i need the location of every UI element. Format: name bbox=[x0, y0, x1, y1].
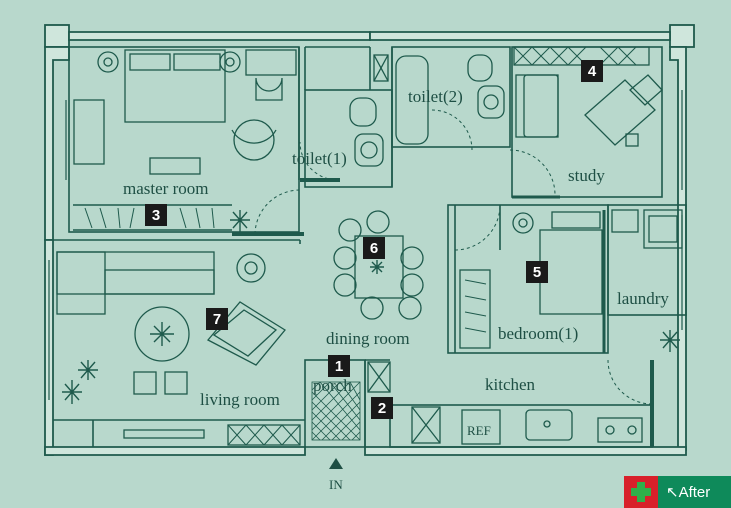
entrance-arrow-icon bbox=[329, 458, 343, 469]
marker-1: 1 bbox=[328, 355, 350, 377]
cross-icon bbox=[624, 476, 658, 508]
entrance-label: IN bbox=[329, 477, 343, 492]
study-furniture bbox=[513, 46, 663, 147]
label-toilet-1: toilet(1) bbox=[292, 149, 347, 168]
after-badge: ↖After bbox=[624, 476, 731, 508]
after-text: After bbox=[678, 484, 711, 501]
marker-6: 6 bbox=[363, 237, 385, 259]
living-room-furniture bbox=[56, 251, 301, 446]
marker-2: 2 bbox=[371, 397, 393, 419]
marker-3: 3 bbox=[145, 204, 167, 226]
label-porch: porch bbox=[313, 376, 352, 395]
porch-mat bbox=[311, 381, 361, 441]
arrow-up-left-icon: ↖ bbox=[666, 484, 679, 501]
master-room-furniture bbox=[73, 49, 297, 229]
bedroom-furniture bbox=[459, 211, 603, 349]
label-refrigerator: REF bbox=[467, 423, 491, 438]
kitchen-fixtures bbox=[367, 361, 643, 445]
marker-7: 7 bbox=[206, 308, 228, 330]
label-bedroom-1: bedroom(1) bbox=[498, 324, 579, 343]
after-label: ↖After bbox=[666, 483, 710, 501]
laundry-fixtures bbox=[611, 209, 683, 249]
label-kitchen: kitchen bbox=[485, 375, 536, 394]
toilet-fixtures bbox=[349, 54, 505, 167]
marker-5: 5 bbox=[526, 261, 548, 283]
door-swings bbox=[254, 109, 653, 405]
label-study: study bbox=[568, 166, 605, 185]
wardrobe-hangers bbox=[84, 207, 215, 229]
windows bbox=[48, 90, 683, 400]
plant-icons bbox=[62, 210, 680, 404]
label-laundry: laundry bbox=[617, 289, 669, 308]
label-master-room: master room bbox=[123, 179, 209, 198]
label-dining-room: dining room bbox=[326, 329, 410, 348]
label-toilet-2: toilet(2) bbox=[408, 87, 463, 106]
marker-4: 4 bbox=[581, 60, 603, 82]
dining-table bbox=[333, 210, 424, 320]
label-living-room: living room bbox=[200, 390, 280, 409]
